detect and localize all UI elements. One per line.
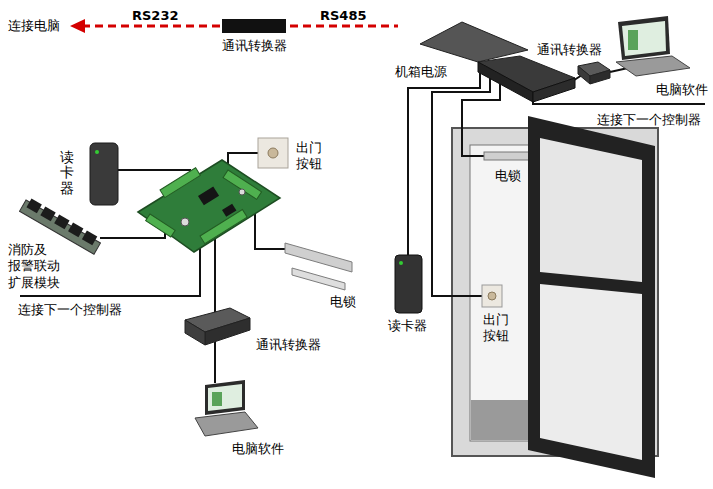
device-label: 电锁: [330, 294, 356, 310]
glass: [540, 284, 642, 460]
wires-right: [408, 68, 705, 296]
controller-board: [138, 160, 280, 252]
terminal: [68, 223, 83, 238]
screen: [622, 21, 666, 56]
connection-note: 连接下一个控制器: [597, 112, 701, 128]
chip: [198, 186, 219, 205]
reader-body: [395, 255, 422, 313]
port-label: 连接电脑: [8, 18, 60, 34]
exit-button: [482, 285, 502, 307]
keyboard-base: [616, 56, 690, 76]
screen-panel: [212, 392, 222, 406]
device-label: 电锁: [495, 168, 521, 184]
converter-device: [578, 62, 610, 84]
exit-button: [258, 138, 288, 168]
box-side: [533, 78, 575, 102]
chip-body: [198, 186, 219, 205]
device-label: 通讯转换器: [222, 38, 287, 54]
box-lid: [420, 22, 528, 62]
terminal-block: [146, 214, 176, 237]
screen-panel: [628, 30, 638, 50]
card-reader: [395, 255, 422, 313]
screen: [208, 384, 242, 411]
arrow-head: [70, 19, 85, 33]
magnetic-lock: [285, 243, 352, 290]
device-label: 读卡器: [388, 318, 427, 334]
armature: [292, 268, 345, 290]
device-label: 出门按钮: [483, 312, 510, 345]
terminal: [82, 231, 97, 246]
device-label: 通讯转换器: [256, 337, 321, 353]
pcb: [138, 160, 280, 252]
capacitor: [181, 218, 189, 226]
wire: [214, 239, 216, 313]
power-box: [420, 22, 575, 102]
wire: [214, 342, 216, 383]
terminal: [200, 210, 247, 244]
device-label: 通讯转换器: [537, 42, 602, 58]
signal-name: RS232: [132, 8, 179, 24]
device-label: 出门按钮: [296, 140, 323, 173]
reader-body: [90, 143, 118, 205]
button: [488, 292, 496, 300]
glass: [540, 138, 642, 282]
signal-name: RS485: [320, 8, 367, 24]
box-side: [578, 66, 590, 84]
wire: [462, 84, 500, 156]
converter-bar: [222, 19, 286, 33]
wire: [228, 153, 258, 164]
device-label: 机箱电源: [395, 64, 447, 80]
card-reader: [90, 143, 118, 205]
door-leaf: [528, 116, 655, 478]
led: [399, 261, 403, 265]
wire: [100, 232, 165, 238]
button-plate: [482, 285, 502, 307]
box-side: [478, 62, 533, 102]
terminal: [146, 214, 176, 237]
laptop: [616, 16, 690, 76]
screen-frame: [205, 380, 245, 415]
device-label: 电脑软件: [656, 82, 708, 98]
terminal: [26, 199, 41, 214]
box-side: [590, 70, 610, 84]
terminal: [223, 170, 261, 199]
device-label: 读卡器: [60, 150, 74, 196]
button: [268, 148, 278, 158]
keyboard-base: [195, 412, 258, 436]
box-side: [205, 318, 250, 345]
led: [95, 150, 99, 154]
connection-note: 连接下一个控制器: [18, 302, 122, 318]
capacitor: [239, 189, 245, 195]
terminal: [160, 168, 200, 198]
device-label: 电脑软件: [232, 441, 284, 457]
leaf: [528, 116, 655, 478]
terminal: [40, 207, 55, 222]
laptop: [195, 380, 258, 436]
wire: [255, 214, 285, 249]
button-plate: [258, 138, 288, 168]
lock-body: [285, 243, 352, 272]
terminal-block: [223, 170, 261, 199]
chip-body: [222, 204, 236, 217]
chip: [222, 204, 236, 217]
screen-frame: [618, 16, 670, 60]
device-label: 消防及 报警联动 扩展模块: [8, 242, 63, 291]
door-lock: [484, 152, 530, 160]
converter-device: [185, 308, 250, 345]
terminal-block: [200, 210, 247, 244]
terminal-block: [160, 168, 200, 198]
box-side: [185, 320, 205, 345]
terminal: [54, 215, 69, 230]
